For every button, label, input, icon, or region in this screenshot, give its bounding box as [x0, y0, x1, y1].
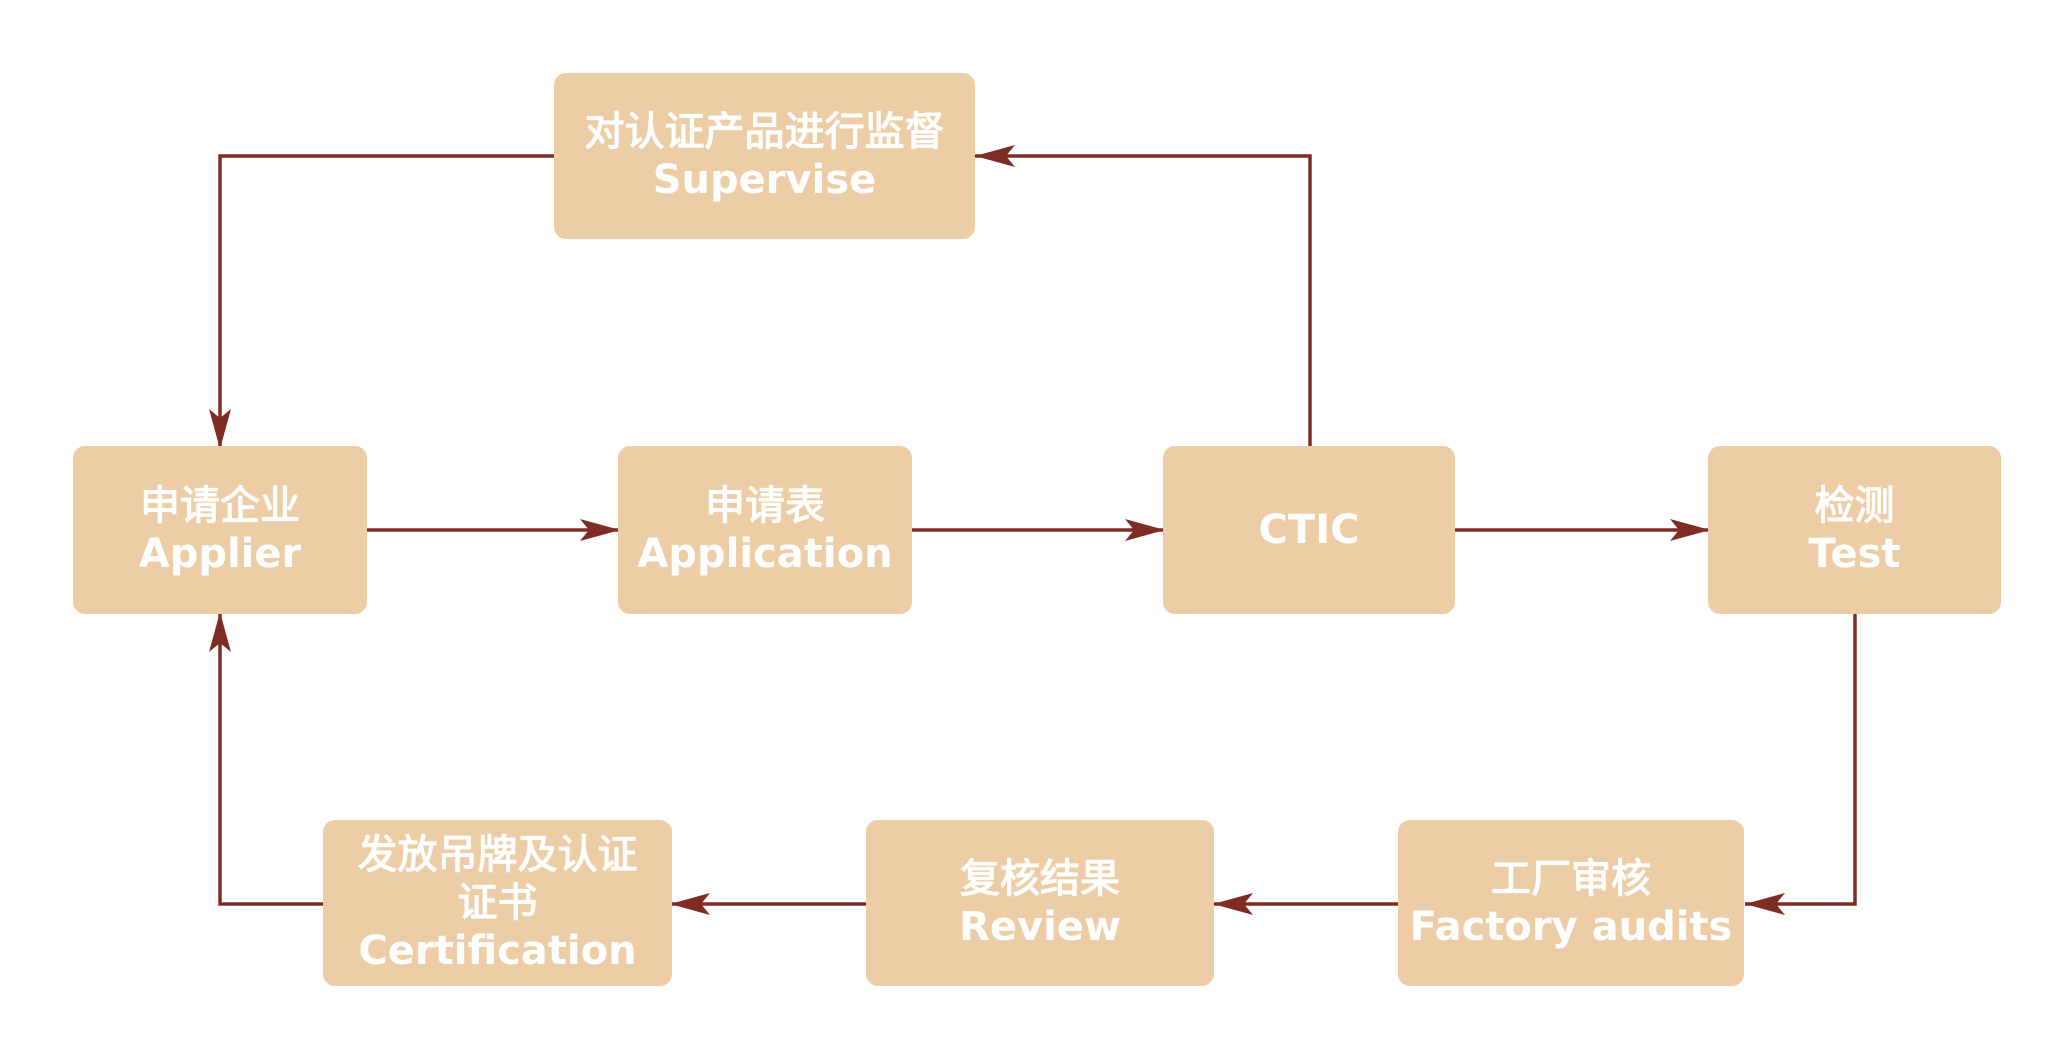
node-certification-zh-label-line1: 发放吊牌及认证: [357, 832, 638, 878]
node-certification-en-label: Certification: [358, 928, 637, 974]
node-application-en-label: Application: [637, 531, 893, 577]
node-review-en-label: Review: [959, 904, 1121, 950]
node-application: 申请表 Application: [618, 446, 912, 614]
node-certification-zh-label-line2: 证书: [457, 880, 538, 926]
node-test-en-label: Test: [1808, 531, 1901, 577]
arrow-certification-to-applier: [209, 612, 323, 906]
node-applier: 申请企业 Applier: [73, 446, 367, 614]
node-ctic-label: CTIC: [1258, 507, 1360, 553]
node-certification: 发放吊牌及认证 证书 Certification: [323, 820, 672, 986]
arrow-supervise-to-applier: [209, 154, 554, 449]
node-review-zh-label: 复核结果: [960, 856, 1120, 902]
node-factory-audits-en-label: Factory audits: [1409, 904, 1733, 950]
node-application-zh-label: 申请表: [705, 483, 825, 529]
node-supervise-en-label: Supervise: [652, 157, 877, 203]
node-review: 复核结果 Review: [866, 820, 1214, 986]
arrow-test-to-factory-audits: [1745, 614, 1857, 915]
node-test: 检测 Test: [1708, 446, 2001, 614]
node-applier-zh-label: 申请企业: [140, 483, 300, 529]
node-ctic: CTIC: [1163, 446, 1455, 614]
node-supervise: 对认证产品进行监督 Supervise: [554, 73, 975, 239]
arrow-ctic-to-supervise: [975, 145, 1312, 446]
node-factory-audits: 工厂审核 Factory audits: [1398, 820, 1744, 986]
node-factory-audits-zh-label: 工厂审核: [1491, 856, 1651, 902]
node-supervise-zh-label: 对认证产品进行监督: [584, 109, 945, 155]
node-applier-en-label: Applier: [138, 531, 302, 577]
node-test-zh-label: 检测: [1814, 483, 1895, 529]
